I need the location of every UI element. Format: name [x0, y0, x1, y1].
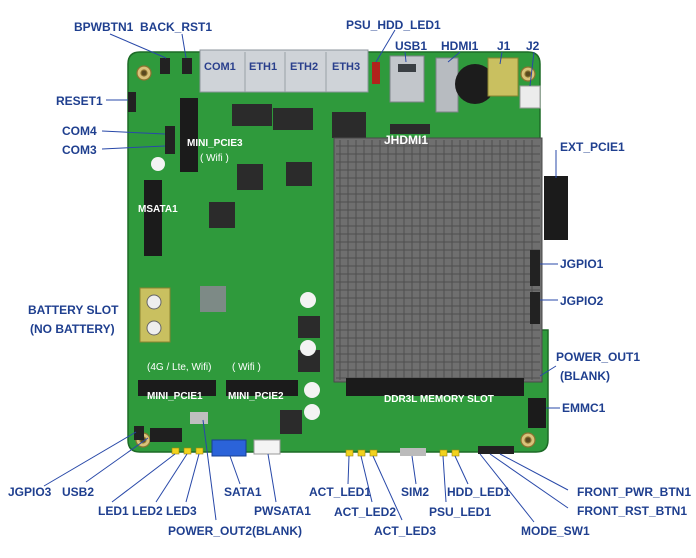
- com-header-part: [165, 126, 175, 154]
- act-led1-label: ACT_LED1: [309, 485, 372, 499]
- power-out1-label: POWER_OUT1: [556, 350, 641, 364]
- power-out2-part: [190, 412, 208, 424]
- act-led2-label: ACT_LED2: [334, 505, 397, 519]
- reset1-label: RESET1: [56, 94, 103, 108]
- stickers: [151, 157, 320, 420]
- jgpio3-label: JGPIO3: [8, 485, 52, 499]
- pwsata1-part: [253, 439, 281, 455]
- power-out1-blank-label: (BLANK): [560, 369, 610, 383]
- mini-pcie2-sublabel: ( Wifi ): [232, 362, 261, 373]
- heatsink: [333, 137, 543, 383]
- chips: [200, 104, 430, 434]
- emmc1-part: [528, 398, 546, 428]
- led3-label: LED3: [166, 504, 197, 518]
- hdmi1-label: HDMI1: [441, 39, 479, 53]
- ext-pcie1-label: EXT_PCIE1: [560, 140, 625, 154]
- front-header-part: [478, 446, 514, 454]
- jhdmi1-label: JHDMI1: [384, 133, 428, 147]
- mode-sw1-label: MODE_SW1: [521, 524, 590, 538]
- eth2-label: ETH2: [290, 61, 318, 73]
- jgpio2-label: JGPIO2: [560, 294, 604, 308]
- com4-label: COM4: [62, 124, 97, 138]
- back-rst1-part: [182, 58, 192, 74]
- hdd-led1-label: HDD_LED1: [447, 485, 511, 499]
- bpwbtn1-part: [160, 58, 170, 74]
- no-battery-label: (NO BATTERY): [30, 322, 115, 336]
- mini-pcie1-label: MINI_PCIE1: [147, 391, 203, 402]
- psu-hdd-led1-part: [372, 62, 380, 84]
- ddr3l-slot: [346, 378, 524, 396]
- usb2-part: [150, 428, 182, 442]
- sata1-part: [211, 439, 247, 457]
- pwsata1-label: PWSATA1: [254, 504, 311, 518]
- mini-pcie2-label: MINI_PCIE2: [228, 391, 284, 402]
- battery-slot-label: BATTERY SLOT: [28, 303, 119, 317]
- msata1-slot: [144, 180, 162, 256]
- front-rst-btn1-label: FRONT_RST_BTN1: [577, 504, 688, 518]
- mini-pcie3-sublabel: ( Wifi ): [200, 153, 229, 164]
- eth3-label: ETH3: [332, 61, 360, 73]
- msata1-label: MSATA1: [138, 204, 178, 215]
- j2-label: J2: [526, 39, 540, 53]
- power-out2-label: POWER_OUT2(BLANK): [168, 524, 302, 538]
- jgpio1-part: [530, 250, 540, 286]
- psu-led1-label: PSU_LED1: [429, 505, 492, 519]
- jgpio3-part: [134, 426, 144, 440]
- battery-slot-part: [139, 287, 171, 343]
- hdmi1-part: [435, 57, 459, 113]
- leader-lines: [43, 29, 569, 523]
- mini-pcie3-label: MINI_PCIE3: [187, 138, 243, 149]
- ext-pcie1-part: [544, 176, 568, 240]
- led2-label: LED2: [132, 504, 163, 518]
- com3-label: COM3: [62, 143, 97, 157]
- psu-hdd-led1-label: PSU_HDD_LED1: [346, 18, 441, 32]
- usb1-label: USB1: [395, 39, 428, 53]
- j1-label: J1: [497, 39, 511, 53]
- back-rst1-label: BACK_RST1: [140, 20, 213, 34]
- com1-label: COM1: [204, 61, 236, 73]
- led1-label: LED1: [98, 504, 129, 518]
- j1-part: [455, 64, 495, 104]
- act-led3-label: ACT_LED3: [374, 524, 437, 538]
- front-pwr-btn1-label: FRONT_PWR_BTN1: [577, 485, 692, 499]
- mini-pcie3-slot: [180, 98, 198, 172]
- jgpio2-part: [530, 292, 540, 324]
- usb2-label: USB2: [62, 485, 95, 499]
- eth1-label: ETH1: [249, 61, 277, 73]
- mini-pcie1-slot: [138, 380, 216, 396]
- jgpio1-label: JGPIO1: [560, 257, 604, 271]
- reset1-part: [128, 92, 136, 112]
- com-eth-block: [199, 49, 369, 93]
- ddr3l-slot-label: DDR3L MEMORY SLOT: [384, 394, 494, 405]
- bpwbtn1-label: BPWBTN1: [74, 20, 134, 34]
- j2-part: [519, 85, 541, 109]
- mini-pcie1-sublabel: (4G / Lte, Wifi): [147, 362, 211, 373]
- usb1-part: [389, 55, 425, 103]
- sim2-label: SIM2: [401, 485, 430, 499]
- emmc1-label: EMMC1: [562, 401, 606, 415]
- sim2-part: [400, 448, 426, 456]
- mini-pcie2-slot: [226, 380, 298, 396]
- sata1-label: SATA1: [224, 485, 262, 499]
